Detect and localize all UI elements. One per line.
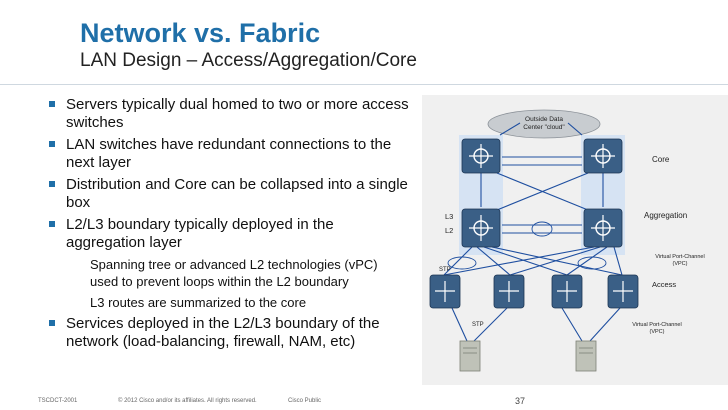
l3-label: L3 xyxy=(445,212,453,221)
bullet-item: Services deployed in the L2/L3 boundary … xyxy=(38,315,423,351)
sub-bullet-item: L3 routes are summarized to the core xyxy=(38,294,423,311)
access-switch xyxy=(551,274,583,309)
bullet-line: switches xyxy=(66,114,124,131)
sub-bullet-item: Spanning tree or advanced L2 technologie… xyxy=(38,256,423,290)
bullet-line: network (load-balancing, firewall, NAM, … xyxy=(66,333,356,350)
bullet-marker xyxy=(49,101,55,107)
network-links xyxy=(443,122,623,342)
vpc-ellipse xyxy=(577,256,607,270)
bullet-marker xyxy=(49,141,55,147)
vpc-label-line: Virtual Port-Channel xyxy=(655,254,704,260)
bullet-marker xyxy=(49,320,55,326)
core-switch-right xyxy=(583,138,623,174)
access-switch xyxy=(607,274,639,309)
link xyxy=(566,246,608,276)
cloud-label-line: Center "cloud" xyxy=(523,124,565,131)
vpc-ellipse xyxy=(531,221,553,237)
vpc-label-line: Virtual Port-Channel xyxy=(632,322,681,328)
aggregation-switch-right xyxy=(583,208,623,248)
vpc-ellipses xyxy=(447,221,607,270)
access-switch xyxy=(493,274,525,309)
bullet-item: Servers typically dual homed to two or m… xyxy=(38,96,423,132)
link xyxy=(473,307,508,342)
link xyxy=(589,307,621,342)
aggregation-switch-left xyxy=(461,208,501,248)
link xyxy=(496,172,589,211)
vpc-ellipse xyxy=(447,256,477,270)
page-title: Network vs. Fabric xyxy=(80,18,321,48)
cloud-label-line: Outside Data xyxy=(525,116,563,123)
l2-label: L2 xyxy=(445,226,453,235)
network-diagram: Outside Data Center "cloud" xyxy=(422,95,728,385)
link xyxy=(443,246,473,276)
stp-label: STP xyxy=(472,322,484,328)
link xyxy=(567,122,583,136)
bullet-item: L2/L3 boundary typically deployed in the… xyxy=(38,216,423,252)
link xyxy=(491,246,623,276)
core-label: Core xyxy=(652,155,670,164)
bullet-line: box xyxy=(66,194,91,211)
server-icon xyxy=(459,340,481,372)
bullet-line: Services deployed in the L2/L3 boundary … xyxy=(66,315,380,332)
footer-classification: Cisco Public xyxy=(288,398,322,404)
access-switch xyxy=(429,274,461,309)
page-subtitle: LAN Design – Access/Aggregation/Core xyxy=(80,50,417,71)
server-icon xyxy=(575,340,597,372)
bullet-marker xyxy=(49,181,55,187)
bullet-line: Distribution and Core can be collapsed i… xyxy=(66,176,408,193)
bullet-line: LAN switches have redundant connections … xyxy=(66,136,392,153)
sub-bullet-line: L3 routes are summarized to the core xyxy=(90,295,307,310)
link xyxy=(476,246,511,276)
page-number: 37 xyxy=(515,396,526,406)
vpc-label-line: (VPC) xyxy=(650,329,665,335)
bullet-marker xyxy=(49,221,55,227)
link xyxy=(561,307,583,342)
bullet-item: Distribution and Core can be collapsed i… xyxy=(38,176,423,212)
footer-code: TSCDCT-2001 xyxy=(38,398,78,404)
core-switch-left xyxy=(461,138,501,174)
stp-label: STP xyxy=(439,267,451,273)
bullet-line: aggregation layer xyxy=(66,234,182,251)
bullet-line: Servers typically dual homed to two or m… xyxy=(66,96,409,113)
bullet-list: Servers typically dual homed to two or m… xyxy=(38,96,423,355)
bullet-line: L2/L3 boundary typically deployed in the xyxy=(66,216,334,233)
link xyxy=(613,246,623,276)
link xyxy=(509,246,601,276)
link xyxy=(443,246,595,276)
cloud-icon: Outside Data Center "cloud" xyxy=(487,109,601,139)
link xyxy=(451,307,468,342)
footer-copyright: © 2012 Cisco and/or its affiliates. All … xyxy=(118,398,257,404)
access-label: Access xyxy=(652,280,676,289)
vpc-label-line: (VPC) xyxy=(673,261,688,267)
link xyxy=(483,246,568,276)
bullet-line: next layer xyxy=(66,154,132,171)
sub-bullet-line: Spanning tree or advanced L2 technologie… xyxy=(90,257,378,272)
aggregation-label: Aggregation xyxy=(644,211,687,220)
title-rule xyxy=(0,84,728,85)
sub-bullet-line: used to prevent loops within the L2 boun… xyxy=(90,274,349,289)
link xyxy=(499,122,521,136)
bullet-item: LAN switches have redundant connections … xyxy=(38,136,423,172)
